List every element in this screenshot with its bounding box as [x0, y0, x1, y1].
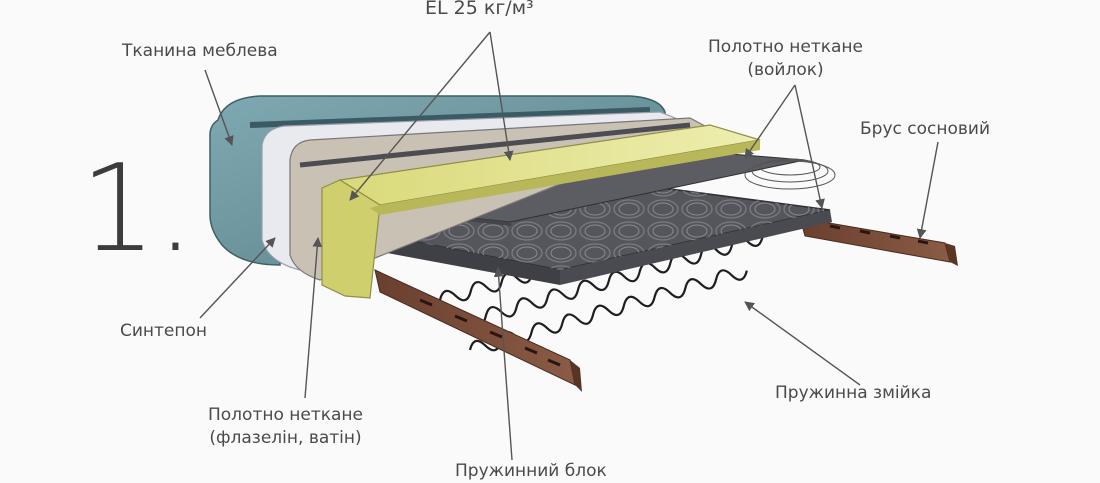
spring-block: [354, 184, 832, 285]
label-felt-line1: Полотно нетканe: [708, 37, 864, 57]
arrow-felt-left: [744, 84, 796, 159]
label-pine-bar: Брус сосновий: [860, 119, 990, 139]
foam-layer: [321, 124, 761, 299]
label-interlining-line1: Полотно нетканe: [208, 405, 364, 425]
arrow-upholstery: [204, 69, 234, 146]
loose-spring-coil: [744, 158, 836, 190]
label-synthetic: Синтепон: [120, 321, 208, 341]
label-felt: Полотно нетканe (войлок): [708, 36, 863, 82]
label-upholstery: Тканина меблева: [122, 41, 278, 61]
label-spring-block: Пружинний блок: [455, 461, 607, 481]
label-foam: EL 25 кг/м³: [425, 0, 534, 19]
arrow-felt-right: [794, 84, 825, 209]
pine-bar-back: [799, 217, 958, 266]
label-spring-snake: Пружинна змійка: [775, 383, 932, 403]
arrow-spring-block: [493, 267, 513, 461]
arrow-synthetic: [199, 237, 276, 319]
callout-arrows: [199, 31, 939, 461]
arrow-pine-bar: [916, 141, 939, 239]
arrow-foam-left: [349, 31, 491, 201]
label-interlining-line2: (флазелін, ватін): [209, 427, 362, 448]
arrow-foam-right: [489, 31, 514, 161]
arrow-interlining: [304, 237, 323, 399]
label-felt-line2: (войлок): [747, 59, 824, 80]
pine-bar-front: [374, 269, 582, 392]
step-number: 1.: [80, 140, 195, 279]
label-interlining: Полотно нетканe (флазелін, ватін): [208, 404, 363, 450]
arrow-spring-snake: [744, 301, 861, 386]
